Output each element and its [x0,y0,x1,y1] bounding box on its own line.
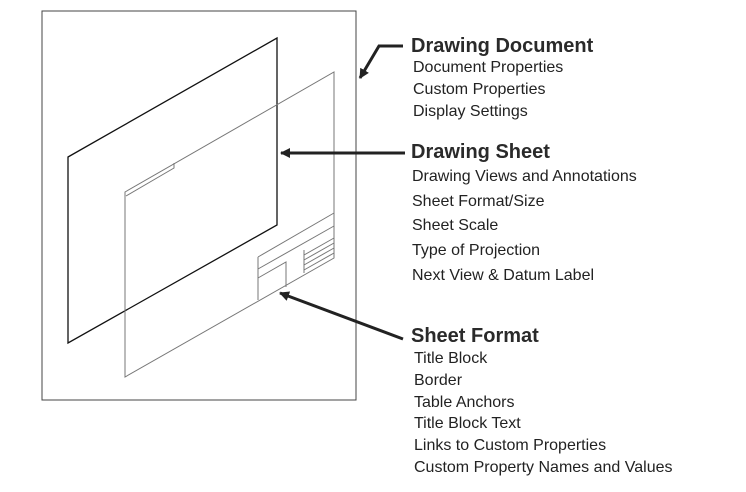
list-item: Document Properties [413,59,564,76]
title-block-box [257,261,287,287]
arrow-sheet-format [279,291,404,341]
drawing-sheet-group: Drawing Sheet Drawing Views and Annotati… [411,141,637,289]
list-item: Title Block Text [414,415,521,433]
drawing-document-title: Drawing Document [411,35,594,57]
drawing-document-group: Drawing Document Document Properties Cus… [411,35,593,123]
sheet-format-title: Sheet Format [411,325,539,347]
drawing-sheet-title: Drawing Sheet [411,141,550,163]
sheet-format-plane [124,71,335,378]
drawing-sheet-plane [67,36,278,345]
list-item: Custom Property Names and Values [414,458,673,476]
list-item: Table Anchors [414,393,515,411]
sheet-tab [125,163,175,197]
list-item: Sheet Format/Size [412,192,545,210]
document-frame [41,10,357,401]
list-item: Custom Properties [413,81,546,98]
list-item: Type of Projection [412,242,541,260]
list-item: Display Settings [413,103,528,120]
list-item: Links to Custom Properties [414,437,607,455]
sheet-format-group: Sheet Format Title Block Border Table An… [411,325,672,479]
list-item: Drawing Views and Annotations [412,168,637,185]
arrow-drawing-document [358,44,403,79]
list-item: Border [414,371,463,389]
list-item: Title Block [414,350,488,367]
list-item: Next View & Datum Label [412,266,595,284]
list-item: Sheet Scale [412,217,499,235]
